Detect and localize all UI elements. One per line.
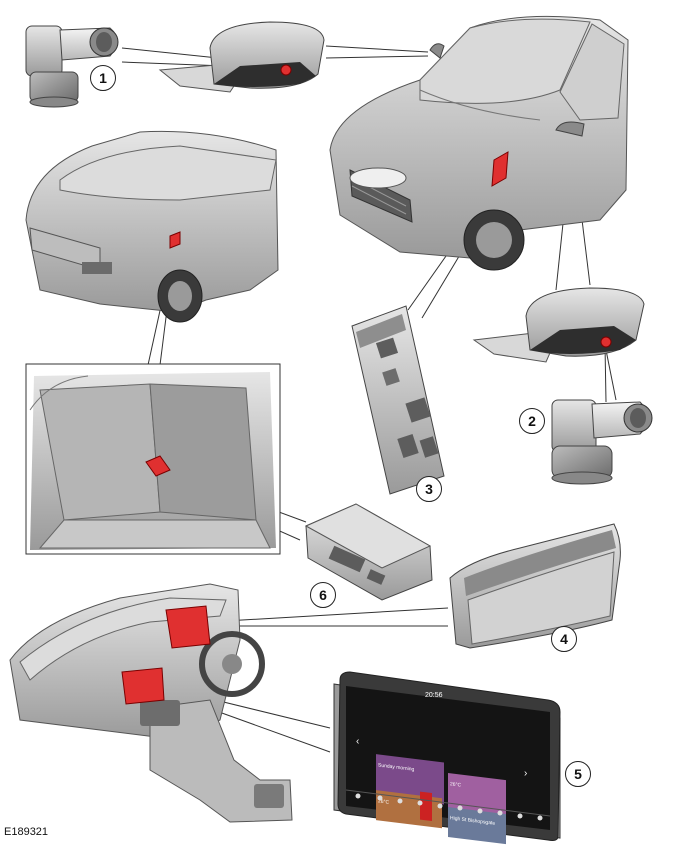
screen-tile-text-2: 26°C bbox=[450, 781, 462, 788]
screen-tile-text-3: 26°C bbox=[378, 798, 390, 805]
sensor-2-part bbox=[551, 399, 653, 485]
callout-2: 2 bbox=[519, 408, 545, 434]
vehicle-rear-view bbox=[25, 130, 279, 323]
luggage-compartment-inset bbox=[25, 363, 281, 555]
screen-tile-text-1: Sunday morning bbox=[378, 762, 414, 772]
module-3-part bbox=[351, 305, 445, 495]
screen-tile-text-4: High St Bishopsgate bbox=[450, 815, 495, 827]
mirror-housing-1 bbox=[158, 21, 325, 93]
dashboard-interior-view bbox=[9, 583, 293, 823]
callout-6: 6 bbox=[310, 582, 336, 608]
touchscreen-5-part: 20:56 Sunday morning 26°C 26°C High St B… bbox=[333, 671, 561, 845]
screen-prev-chevron-icon: ‹ bbox=[356, 736, 359, 747]
callout-5: 5 bbox=[565, 761, 591, 787]
callout-4: 4 bbox=[551, 626, 577, 652]
screen-bottom-icon-row bbox=[355, 793, 543, 821]
instrument-cluster-4-part bbox=[449, 523, 621, 649]
sensor-1-part bbox=[25, 25, 119, 108]
callout-3: 3 bbox=[416, 476, 442, 502]
callout-1: 1 bbox=[90, 65, 116, 91]
vehicle-front-view bbox=[329, 15, 629, 271]
mirror-housing-2 bbox=[472, 287, 645, 363]
screen-next-chevron-icon: › bbox=[524, 768, 527, 779]
figure-reference-id: E189321 bbox=[4, 826, 49, 838]
module-6-part bbox=[304, 503, 433, 601]
screen-time: 20:56 bbox=[425, 692, 443, 699]
